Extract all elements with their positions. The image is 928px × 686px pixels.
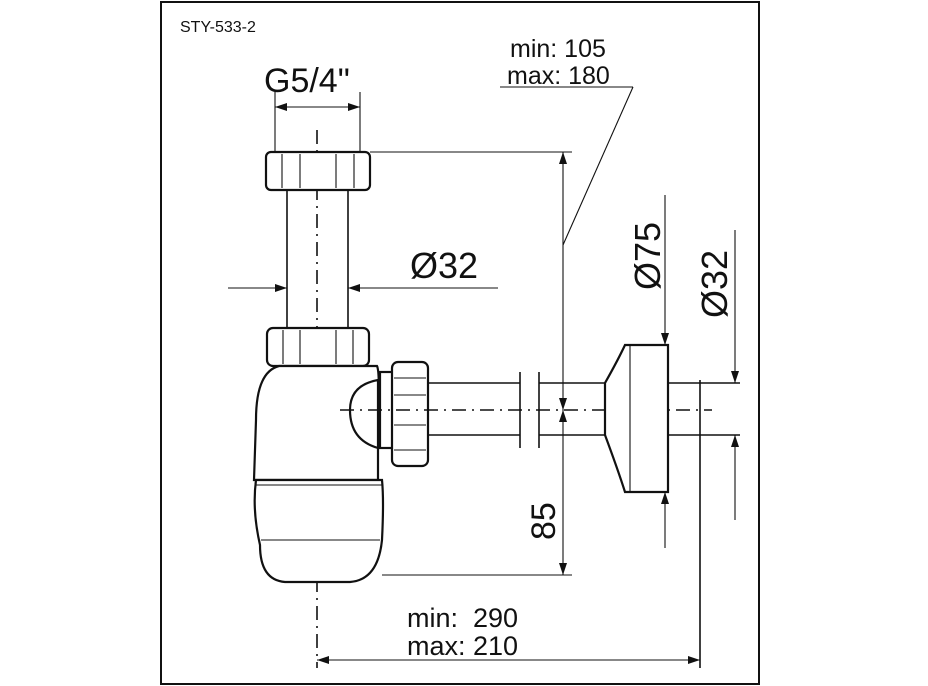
length-max-label: max: 210: [407, 631, 518, 661]
height-max-label: max: 180: [507, 62, 610, 90]
length-dimension: min: 290 max: 210: [317, 603, 700, 664]
wall-escutcheon: [603, 343, 740, 668]
product-code: STY-533-2: [180, 19, 256, 36]
trap-body: [252, 364, 385, 584]
outlet-diameter-label: Ø32: [694, 250, 735, 318]
pipe-diameter-dimension: Ø32: [228, 245, 498, 292]
drawing-frame: [160, 1, 760, 685]
length-min-label: min: 290: [407, 603, 518, 633]
vertical-pipe: [286, 190, 349, 330]
outlet-diameter-dimension: Ø32: [694, 230, 739, 520]
height-dimension: min: 105 max: 180 85: [370, 35, 634, 576]
pipe-diameter-label: Ø32: [410, 245, 478, 286]
thread-label: G5/4": [264, 62, 350, 100]
escutcheon-diameter-label: Ø75: [627, 222, 668, 290]
height-min-label: min: 105: [510, 35, 606, 63]
outlet-height-label: 85: [525, 502, 563, 540]
side-nut: [378, 360, 430, 468]
thread-dimension: G5/4": [264, 62, 361, 152]
top-nut: [264, 150, 372, 192]
lower-nut: [265, 326, 371, 368]
escutcheon-diameter-dimension: Ø75: [627, 195, 669, 548]
